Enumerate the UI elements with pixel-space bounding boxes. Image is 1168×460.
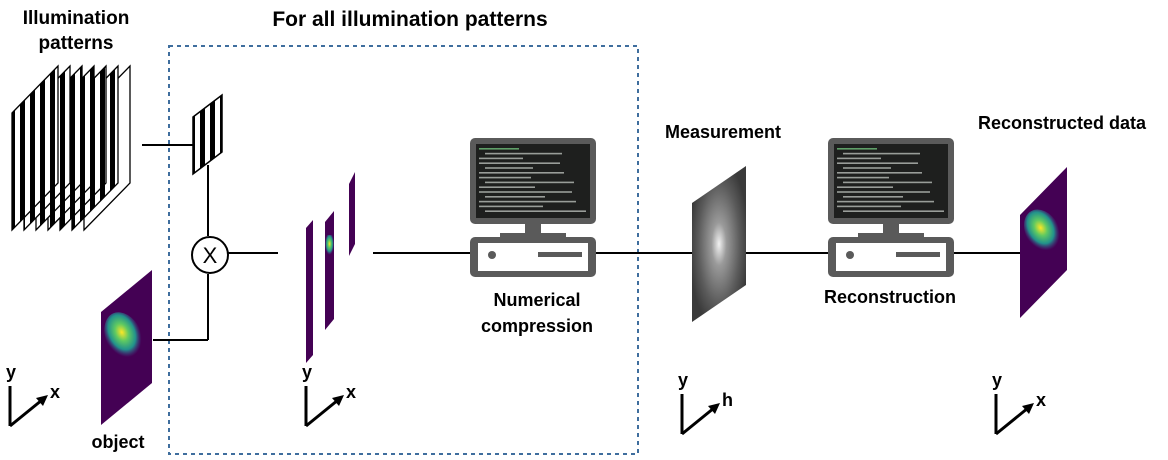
terminal-line xyxy=(485,167,533,169)
terminal-line xyxy=(837,162,918,164)
object-label: object xyxy=(91,432,144,452)
terminal-line xyxy=(837,205,901,208)
reconstructed-label: Reconstructed data xyxy=(978,113,1147,133)
numerical-label-line1: Numerical xyxy=(493,290,580,310)
terminal-line xyxy=(837,172,922,174)
single-pattern xyxy=(192,93,223,176)
axis-label-vertical: y xyxy=(678,370,688,390)
illumination-pattern-stack xyxy=(11,64,131,232)
terminal-line xyxy=(485,152,562,155)
measurement-image xyxy=(692,166,746,322)
terminal-line xyxy=(485,196,545,198)
terminal-line xyxy=(479,186,535,188)
reconstruction-computer xyxy=(828,138,954,277)
masked-slices xyxy=(306,172,355,363)
axes-indicator: yh xyxy=(678,370,733,436)
terminal-line xyxy=(843,210,944,212)
terminal-line xyxy=(843,181,932,184)
axis-label-vertical: y xyxy=(6,362,16,382)
terminal-line xyxy=(843,152,920,155)
terminal-line xyxy=(479,157,523,160)
axis-label-horizontal: x xyxy=(50,382,60,402)
axes-indicator: yx xyxy=(992,370,1046,436)
compression-computer xyxy=(470,138,596,277)
axis-label-horizontal: x xyxy=(346,382,356,402)
terminal-line xyxy=(479,172,564,174)
axis-label-vertical: y xyxy=(992,370,1002,390)
illumination-title-line2: patterns xyxy=(39,33,114,54)
multiply-symbol: X xyxy=(203,243,218,268)
terminal-line xyxy=(479,200,576,203)
terminal-line xyxy=(479,205,543,208)
for-all-title: For all illumination patterns xyxy=(272,8,547,31)
terminal-line xyxy=(479,176,531,179)
axes-indicator: yx xyxy=(302,362,356,428)
axis-label-vertical: y xyxy=(302,362,312,382)
object-image xyxy=(101,270,152,425)
terminal-line xyxy=(485,181,574,184)
numerical-label-line2: compression xyxy=(481,316,593,336)
illumination-title-line1: Illumination xyxy=(23,8,130,29)
terminal-line xyxy=(843,196,903,198)
terminal-line xyxy=(837,176,889,179)
multiply-circle xyxy=(191,236,229,274)
terminal-line xyxy=(837,148,877,150)
axis-label-horizontal: x xyxy=(1036,390,1046,410)
terminal-line xyxy=(837,186,893,188)
terminal-line xyxy=(479,162,560,164)
terminal-line xyxy=(837,200,934,203)
reconstruction-label: Reconstruction xyxy=(824,287,956,307)
illumination-pattern-sheet xyxy=(11,64,59,232)
terminal-line xyxy=(479,148,519,150)
reconstructed-image xyxy=(1020,167,1067,318)
terminal-line xyxy=(843,167,891,169)
terminal-line xyxy=(479,191,572,193)
axes-indicator: yx xyxy=(6,362,60,428)
terminal-line xyxy=(837,157,881,160)
measurement-label: Measurement xyxy=(665,122,781,142)
terminal-line xyxy=(485,210,586,212)
terminal-line xyxy=(837,191,930,193)
axis-label-horizontal: h xyxy=(722,390,733,410)
for-all-frame xyxy=(168,45,639,455)
